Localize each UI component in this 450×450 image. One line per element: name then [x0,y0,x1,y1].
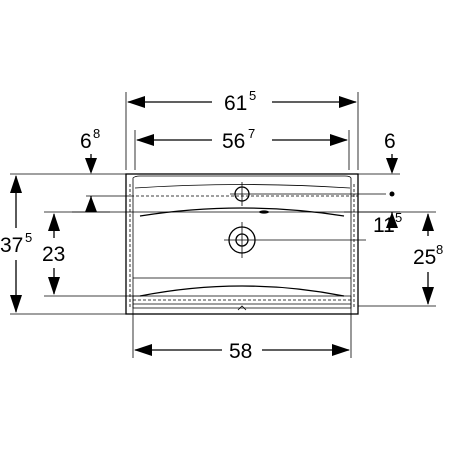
base-width-dimension: 58 [132,296,352,363]
tap-offset-superscript: 5 [395,210,402,225]
inner-width-dimension: 56 7 [134,126,350,170]
left-offset-dimension: 6 8 [10,126,126,175]
tap-offset-dimension: 11 5 [344,210,402,237]
right-offset-dimension: 6 [358,130,400,175]
bowl-depth-dimension: 23 [42,211,140,297]
tap-hole [230,182,395,206]
total-width-superscript: 5 [249,88,256,103]
total-depth-superscript: 5 [25,230,32,245]
right-offset-value: 6 [384,130,396,153]
drain-depth-dimension: 25 8 [358,211,443,307]
inner-width-value: 56 [222,130,245,153]
total-width-value: 61 [224,92,247,115]
drain-depth-superscript: 8 [436,242,443,257]
drain [224,222,366,258]
total-depth-dimension: 37 5 [0,175,126,315]
basin-outline [125,173,359,315]
rim-offset-marker [72,195,126,213]
tap-offset-value: 11 [373,214,395,237]
left-offset-superscript: 8 [93,126,100,141]
drain-depth-value: 25 [413,246,436,269]
inner-width-superscript: 7 [248,126,255,141]
total-depth-value: 37 [0,234,23,257]
base-width-value: 58 [229,340,252,363]
total-width-dimension: 61 5 [125,88,359,170]
bowl-depth-value: 23 [42,243,65,266]
left-offset-value: 6 [80,130,92,153]
